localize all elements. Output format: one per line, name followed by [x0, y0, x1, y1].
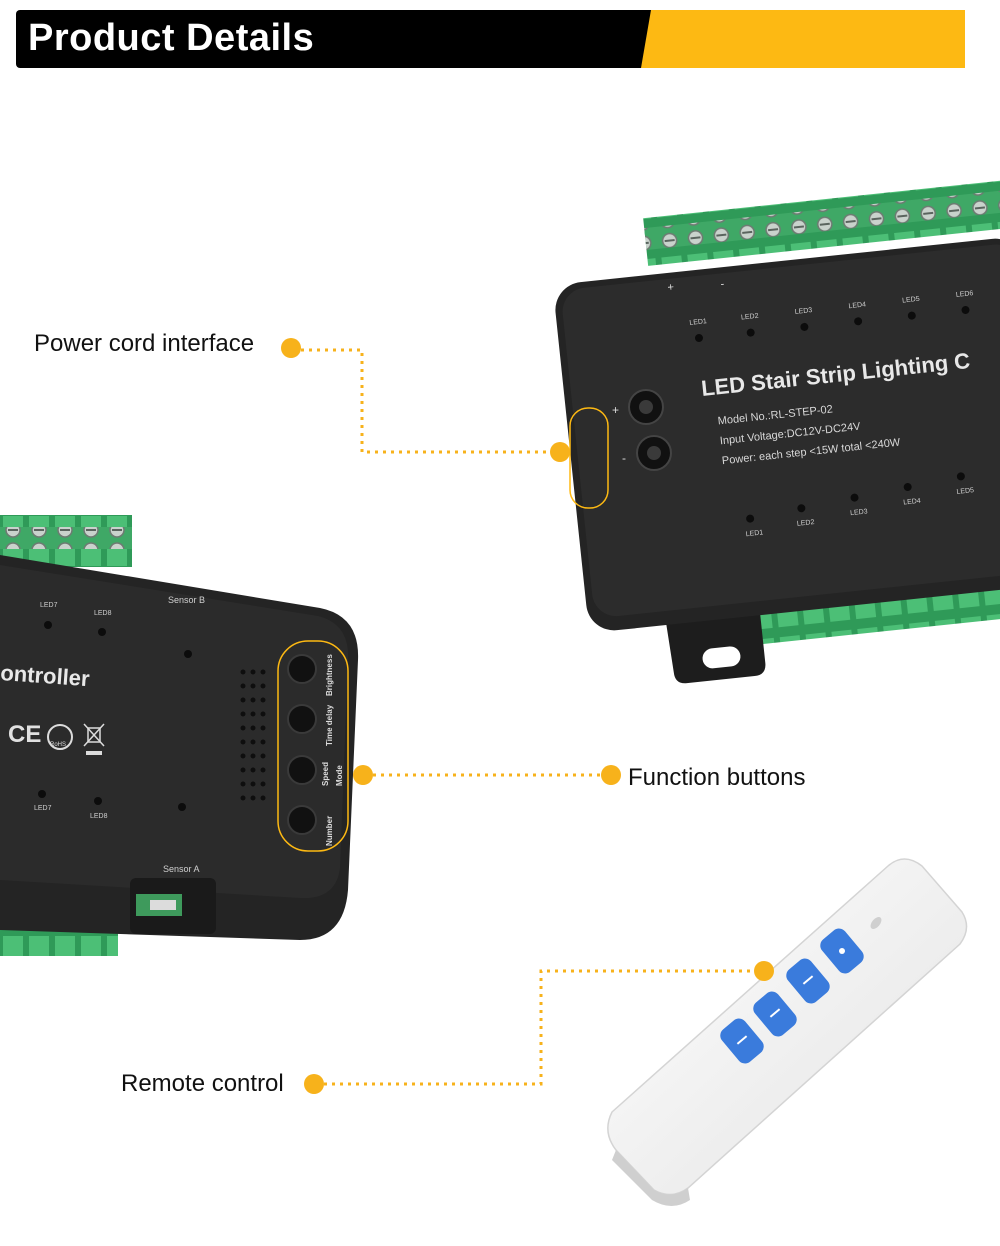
led-label: LED4: [903, 498, 921, 507]
callout-dot-buttons-end: [601, 765, 621, 785]
page-title: Product Details: [28, 17, 315, 59]
brightness-button[interactable]: [287, 654, 317, 684]
led-label: LED3: [850, 508, 868, 517]
led-label: LED3: [794, 307, 812, 316]
callout-dot-remote-end: [754, 961, 774, 981]
speed-mode-button[interactable]: [287, 755, 317, 785]
left-controller-title: ontroller: [0, 660, 91, 691]
callout-dot-remote: [304, 1074, 324, 1094]
led-label: LED8: [94, 610, 112, 617]
function-buttons: Brightness Time delay Speed Mode Number: [277, 640, 349, 852]
led-label: LED7: [34, 805, 52, 812]
callout-dot-power: [281, 338, 301, 358]
power-jacks: + -: [612, 389, 672, 471]
led-label: LED6: [956, 290, 974, 299]
rohs-text: RoHS: [50, 742, 66, 748]
callout-line-power: [301, 348, 550, 454]
right-controller: + - LED1 LED2 LED3 LED4 LED5 LED6 LED St…: [555, 180, 1000, 684]
banner-shape: [16, 10, 965, 68]
led-label: LED4: [848, 301, 866, 310]
callout-power-label: Power cord interface: [34, 330, 255, 357]
svg-text:+: +: [612, 403, 619, 417]
callout-buttons-label: Function buttons: [628, 764, 806, 791]
led-label: LED8: [90, 813, 108, 820]
mounting-tab: [664, 603, 766, 684]
left-controller: Sensor B Sensor A LED7 LED8 LED7 LED8 on…: [0, 515, 359, 956]
led-label: LED2: [797, 519, 815, 528]
mode-label: Mode: [335, 765, 344, 786]
svg-text:-: -: [622, 451, 626, 465]
led-label: LED2: [741, 313, 759, 322]
led-label: LED5: [902, 296, 920, 305]
time-delay-label: Time delay: [325, 704, 334, 746]
buttons-highlight: [277, 640, 349, 852]
number-label: Number: [325, 816, 334, 846]
led-label: LED1: [745, 529, 763, 538]
sensor-a-label: Sensor A: [163, 864, 200, 874]
indicator-grid: [240, 669, 266, 801]
time-delay-button[interactable]: [287, 704, 317, 734]
sensor-b-label: Sensor B: [168, 595, 205, 605]
callout-line-remote: [324, 969, 754, 1086]
led-label: LED7: [40, 602, 58, 609]
polarity-plus: +: [667, 281, 675, 294]
ce-mark: CE: [8, 721, 41, 748]
led-label: LED1: [689, 318, 707, 327]
remote-button-glyphs: [736, 948, 845, 1045]
callout-connectors: [281, 338, 774, 1094]
callout-dot-power-end: [550, 442, 570, 462]
power-highlight: [569, 407, 609, 509]
led-label: LED5: [956, 487, 974, 496]
number-button[interactable]: [287, 805, 317, 835]
rohs-mark: [47, 724, 73, 750]
remote-control: [607, 858, 968, 1206]
weee-icon: [83, 723, 105, 747]
brightness-label: Brightness: [325, 654, 334, 696]
speed-label: Speed: [321, 762, 330, 786]
callout-remote-label: Remote control: [121, 1070, 284, 1097]
callout-dot-buttons: [353, 765, 373, 785]
header-banner: Product Details: [16, 10, 965, 68]
polarity-minus: -: [720, 278, 725, 290]
